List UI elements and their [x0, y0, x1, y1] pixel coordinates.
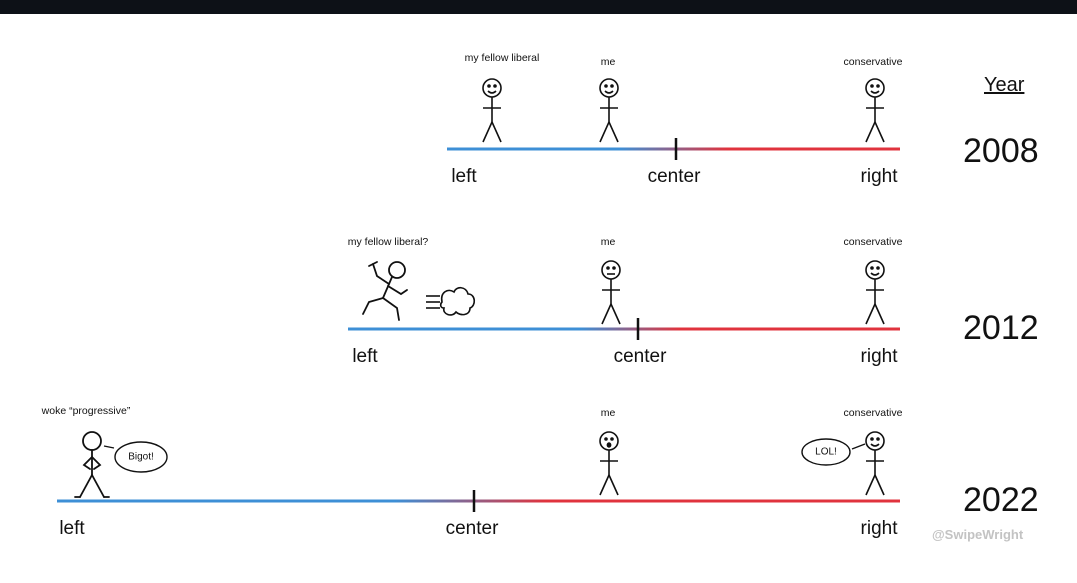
axis-label-right-2012: right [860, 346, 898, 367]
speech-bubble-right [801, 438, 851, 466]
row-2022 [57, 431, 900, 512]
axis-label-center-2022: center [445, 518, 499, 539]
stick-figure-conservative-2022 [865, 431, 885, 496]
running-figure-liberal-2012 [362, 261, 408, 321]
row-2012 [348, 260, 900, 340]
figure-label-conservative-2022: conservative [843, 407, 903, 419]
figure-label-woke-progressive-2022: woke “progressive” [41, 405, 131, 417]
axis-label-center-2012: center [613, 346, 667, 367]
axis-label-right-2008: right [860, 166, 898, 187]
stick-figure-me-2008 [599, 78, 619, 143]
figure-label-me-2008: me [600, 56, 616, 68]
stick-figure-woke-progressive-2022 [74, 431, 110, 498]
year-header: Year [984, 74, 1025, 96]
stick-figure-me-2012 [601, 260, 621, 325]
year-label-2012: 2012 [963, 309, 1039, 347]
dust-cloud-icon [426, 286, 476, 316]
top-bar [0, 0, 1077, 14]
figure-label-me-2022: me [600, 407, 616, 419]
year-label-2008: 2008 [963, 132, 1039, 170]
figure-label-me-2012: me [600, 236, 616, 248]
figure-label-liberal-2012: my fellow liberal? [347, 236, 429, 248]
speech-tail-right [851, 443, 866, 450]
stick-figure-conservative-2008 [865, 78, 885, 143]
year-label-2022: 2022 [963, 481, 1039, 519]
stick-figure-conservative-2012 [865, 260, 885, 325]
bubble-text-bigot: Bigot! [128, 451, 154, 463]
axis-label-left-2022: left [59, 518, 85, 539]
axis-label-right-2022: right [860, 518, 898, 539]
figure-label-conservative-2008: conservative [843, 56, 903, 68]
stick-figure-liberal-2008 [482, 78, 502, 143]
axis-label-left-2008: left [451, 166, 477, 187]
stick-figure-me-2022 [599, 431, 619, 496]
axis-label-left-2012: left [352, 346, 378, 367]
bubble-text-lol: LOL! [815, 446, 837, 458]
row-2008 [447, 78, 900, 160]
figure-label-conservative-2012: conservative [843, 236, 903, 248]
speech-tail-left [103, 445, 115, 449]
axis-label-center-2008: center [647, 166, 701, 187]
speech-bubble-left [114, 441, 168, 473]
figure-label-liberal-2008: my fellow liberal [464, 52, 540, 64]
credit-watermark: @SwipeWright [932, 527, 1024, 542]
